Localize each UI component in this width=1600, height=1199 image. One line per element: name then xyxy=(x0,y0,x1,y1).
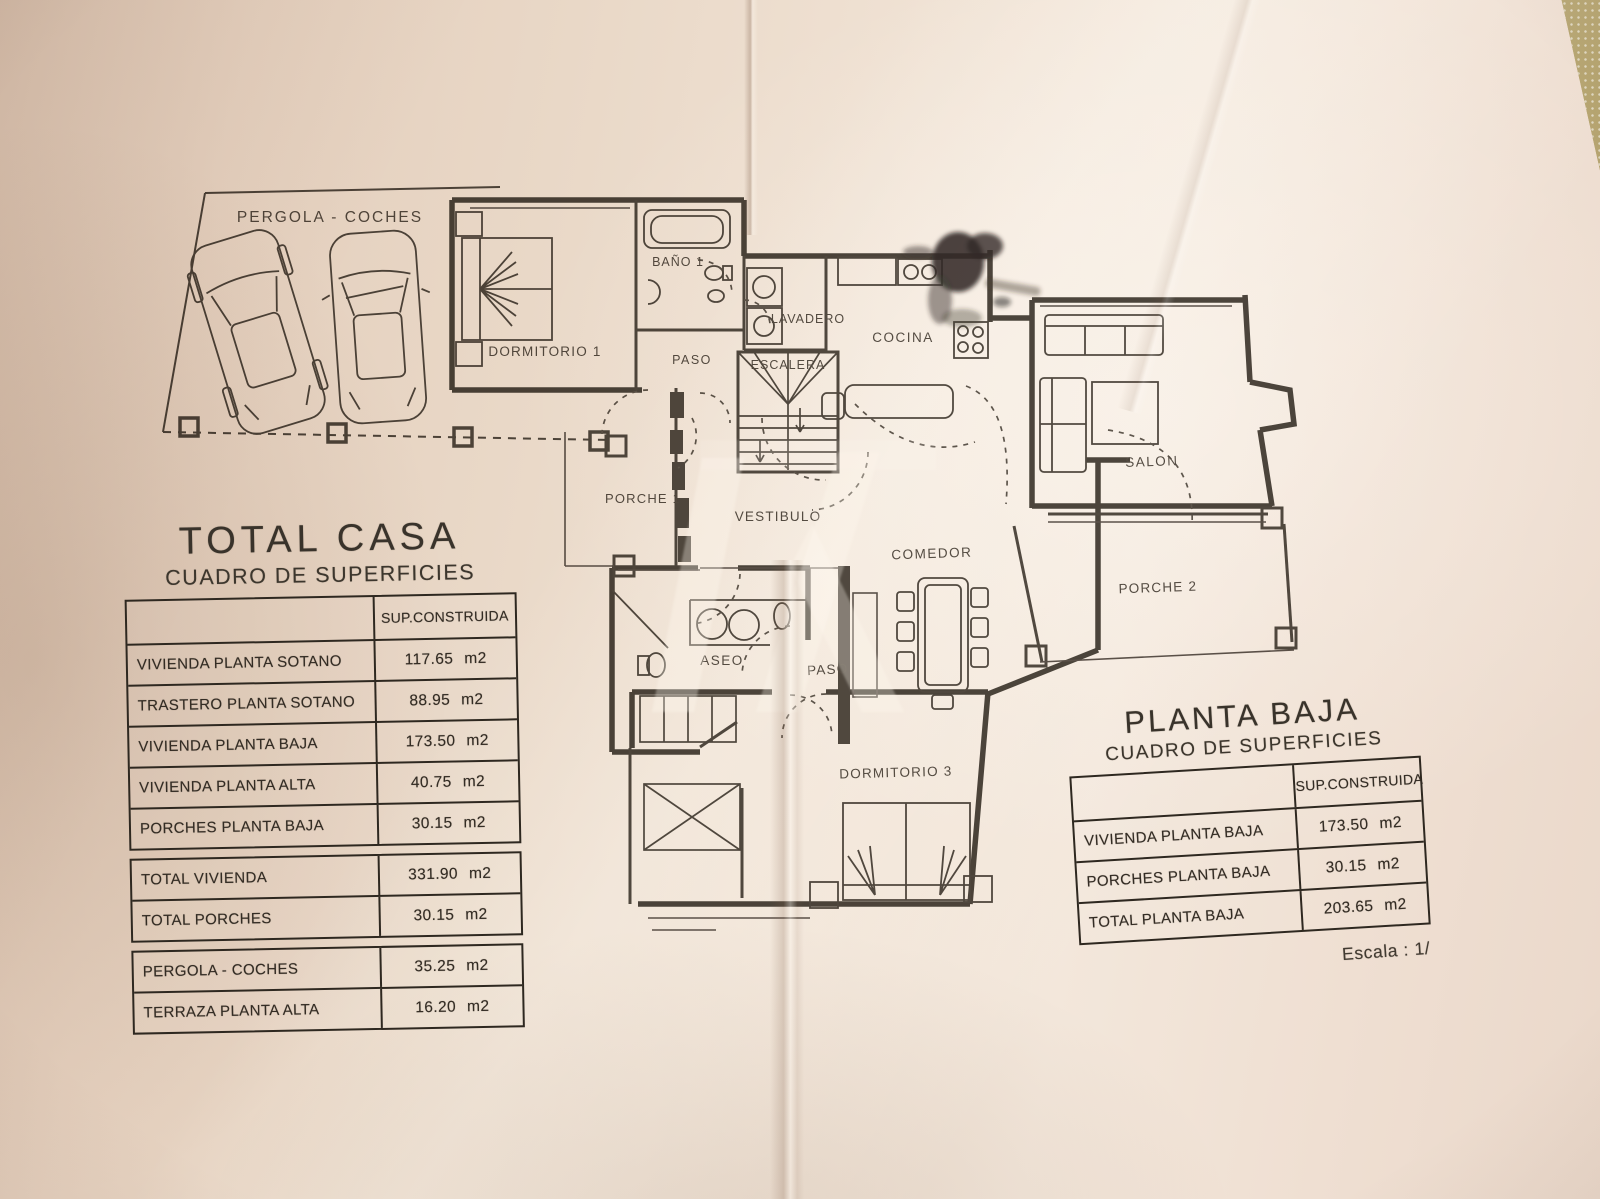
planta-baja-summary: PLANTA BAJA CUADRO DE SUPERFICIES SUP.CO… xyxy=(1065,688,1431,946)
row-label: VIVIENDA PLANTA BAJA xyxy=(129,722,378,767)
label-paso-bottom: PASO xyxy=(807,661,849,678)
living-room-furniture xyxy=(1039,314,1164,473)
label-comedor: COMEDOR xyxy=(891,545,972,563)
row-label: TRASTERO PLANTA SOTANO xyxy=(128,681,377,726)
row-label: TERRAZA PLANTA ALTA xyxy=(134,988,383,1033)
planta-baja-table: SUP.CONSTRUIDA VIVIENDA PLANTA BAJA 173.… xyxy=(1069,755,1431,946)
room-labels: PERGOLA - COCHES DORMITORIO 1 BAÑO 1 PAS… xyxy=(237,209,1197,781)
label-paso-top: PASO xyxy=(672,353,712,367)
row-label: TOTAL PORCHES xyxy=(132,896,381,941)
watermark-logo xyxy=(652,440,936,712)
header-sup-construida: SUP.CONSTRUIDA xyxy=(380,607,509,626)
header-empty-cell xyxy=(126,597,376,644)
bed-dormitorio-1 xyxy=(455,211,553,367)
label-cocina: COCINA xyxy=(872,330,934,345)
label-aseo: ASEO xyxy=(700,653,744,668)
plan-linework: PERGOLA - COCHES DORMITORIO 1 BAÑO 1 PAS… xyxy=(162,186,1298,931)
dining-set xyxy=(896,577,989,710)
label-vestibulo: VESTIBULO xyxy=(735,509,822,524)
label-dormitorio1: DORMITORIO 1 xyxy=(488,344,601,359)
total-casa-title: TOTAL CASA xyxy=(178,515,461,563)
label-escalera: ESCALERA xyxy=(751,358,826,372)
total-casa-summary: TOTAL CASA CUADRO DE SUPERFICIES SUP.CON… xyxy=(123,514,525,1035)
row-label: PERGOLA - COCHES xyxy=(133,947,382,992)
car-1 xyxy=(186,229,329,435)
staircase xyxy=(737,351,839,470)
total-casa-table-areas: SUP.CONSTRUIDA VIVIENDA PLANTA SOTANO 11… xyxy=(124,592,522,851)
label-salon: SALON xyxy=(1125,453,1179,470)
label-porche2: PORCHE 2 xyxy=(1118,579,1197,597)
bathroom-1-fixtures xyxy=(643,209,733,305)
row-label: VIVIENDA PLANTA ALTA xyxy=(129,763,379,808)
bed-dormitorio-3 xyxy=(809,802,993,909)
row-label: PORCHES PLANTA BAJA xyxy=(130,804,380,849)
row-label: TOTAL VIVIENDA xyxy=(131,855,380,900)
row-label: VIVIENDA PLANTA SOTANO xyxy=(127,640,376,685)
laundry-appliances xyxy=(746,267,783,345)
label-porche1: PORCHE 1 xyxy=(605,491,681,506)
kitchen-counters xyxy=(821,256,989,420)
car-2 xyxy=(321,229,431,425)
label-dormitorio3: DORMITORIO 3 xyxy=(839,764,953,782)
header-sup-construida: SUP.CONSTRUIDA xyxy=(1295,770,1424,795)
label-bano1: BAÑO 1 xyxy=(652,255,704,269)
pergola-outline xyxy=(162,186,611,452)
label-pergola: PERGOLA - COCHES xyxy=(237,209,423,226)
label-lavadero: LAVADERO xyxy=(771,312,845,326)
table-header-row: SUP.CONSTRUIDA xyxy=(126,594,516,644)
total-casa-subtitle: CUADRO DE SUPERFICIES xyxy=(165,560,476,591)
ink-smudge xyxy=(903,232,1041,327)
wardrobes xyxy=(639,695,741,851)
walls-mid xyxy=(604,200,1298,904)
walls-thin xyxy=(470,207,1295,931)
